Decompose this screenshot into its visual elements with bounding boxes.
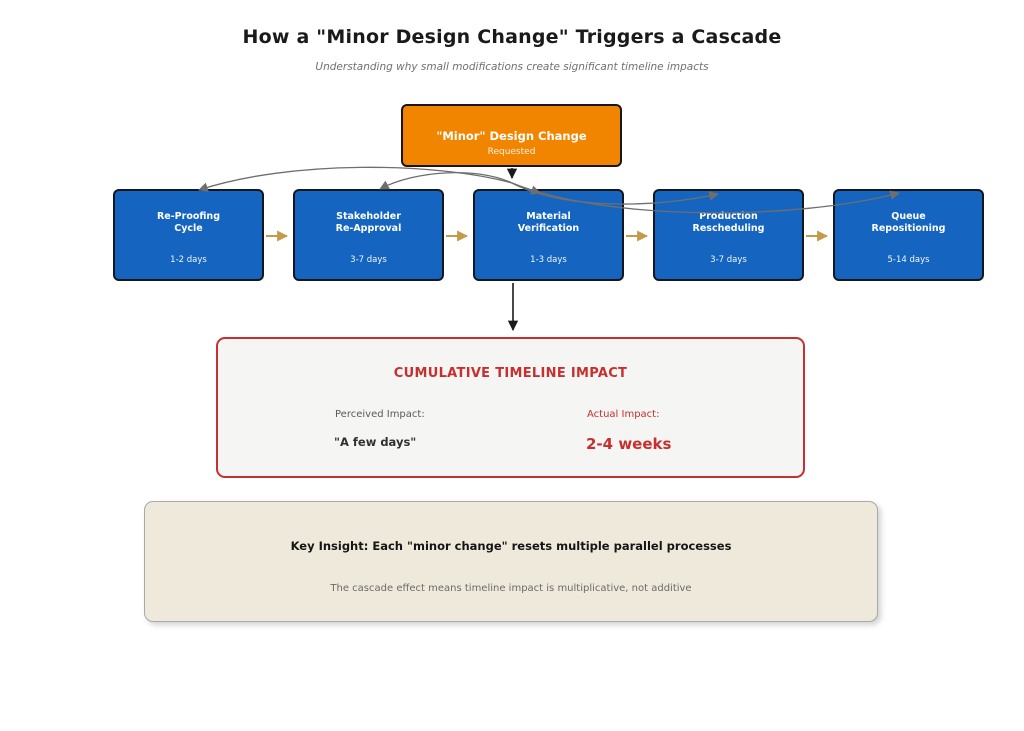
stage-title: Queue Repositioning <box>835 211 982 234</box>
perceived-impact-value: "A few days" <box>334 435 417 449</box>
stage-title-line2: Verification <box>517 222 580 234</box>
stage-node-material-verification: Material Verification 1-3 days <box>473 189 624 281</box>
stage-duration: 3-7 days <box>350 255 387 265</box>
stage-title-line2: Cycle <box>174 222 203 234</box>
cascade-arrow-to-stage-1 <box>198 166 513 192</box>
stage-title-line1: Production <box>699 211 758 222</box>
stage-title-line1: Re-Proofing <box>156 211 220 222</box>
stage-title-line2: Re-Approval <box>335 222 402 234</box>
source-node-subtitle: Requested <box>487 147 536 157</box>
stage-duration: 5-14 days <box>887 255 930 265</box>
actual-impact-value: 2-4 weeks <box>586 435 672 453</box>
stage-title-line1: Material <box>526 211 571 222</box>
stage-node-reproofing-cycle: Re-Proofing Cycle 1-2 days <box>113 189 264 281</box>
cumulative-impact-panel: CUMULATIVE TIMELINE IMPACT Perceived Imp… <box>216 337 805 478</box>
stage-node-production-rescheduling: Production Rescheduling 3-7 days <box>653 189 804 281</box>
page-title: How a "Minor Design Change" Triggers a C… <box>242 26 782 48</box>
stage-title: Re-Proofing Cycle <box>115 211 262 234</box>
stage-node-stakeholder-reapproval: Stakeholder Re-Approval 3-7 days <box>293 189 444 281</box>
cascade-arrow-to-stage-2 <box>379 172 513 190</box>
stage-title: Material Verification <box>475 211 622 234</box>
page-subtitle: Understanding why small modifications cr… <box>315 61 709 73</box>
perceived-impact-label: Perceived Impact: <box>335 409 425 420</box>
actual-impact-label: Actual Impact: <box>587 409 660 420</box>
stage-title-line1: Queue <box>891 211 926 222</box>
key-insight-title: Key Insight: Each "minor change" resets … <box>290 539 732 553</box>
stage-title-line2: Rescheduling <box>692 222 765 234</box>
source-node-minor-design-change: "Minor" Design Change Requested <box>401 104 622 167</box>
key-insight-panel: Key Insight: Each "minor change" resets … <box>144 501 878 622</box>
key-insight-subtitle: The cascade effect means timeline impact… <box>330 583 692 594</box>
stage-duration: 3-7 days <box>710 255 747 265</box>
stage-duration: 1-3 days <box>530 255 567 265</box>
stage-title: Stakeholder Re-Approval <box>295 211 442 234</box>
stage-title-line2: Repositioning <box>871 222 946 234</box>
stage-title-line1: Stakeholder <box>336 211 401 222</box>
stage-title: Production Rescheduling <box>655 211 802 234</box>
impact-panel-title: CUMULATIVE TIMELINE IMPACT <box>393 366 628 381</box>
stage-node-queue-repositioning: Queue Repositioning 5-14 days <box>833 189 984 281</box>
source-node-title: "Minor" Design Change <box>436 129 587 143</box>
stage-duration: 1-2 days <box>170 255 207 265</box>
